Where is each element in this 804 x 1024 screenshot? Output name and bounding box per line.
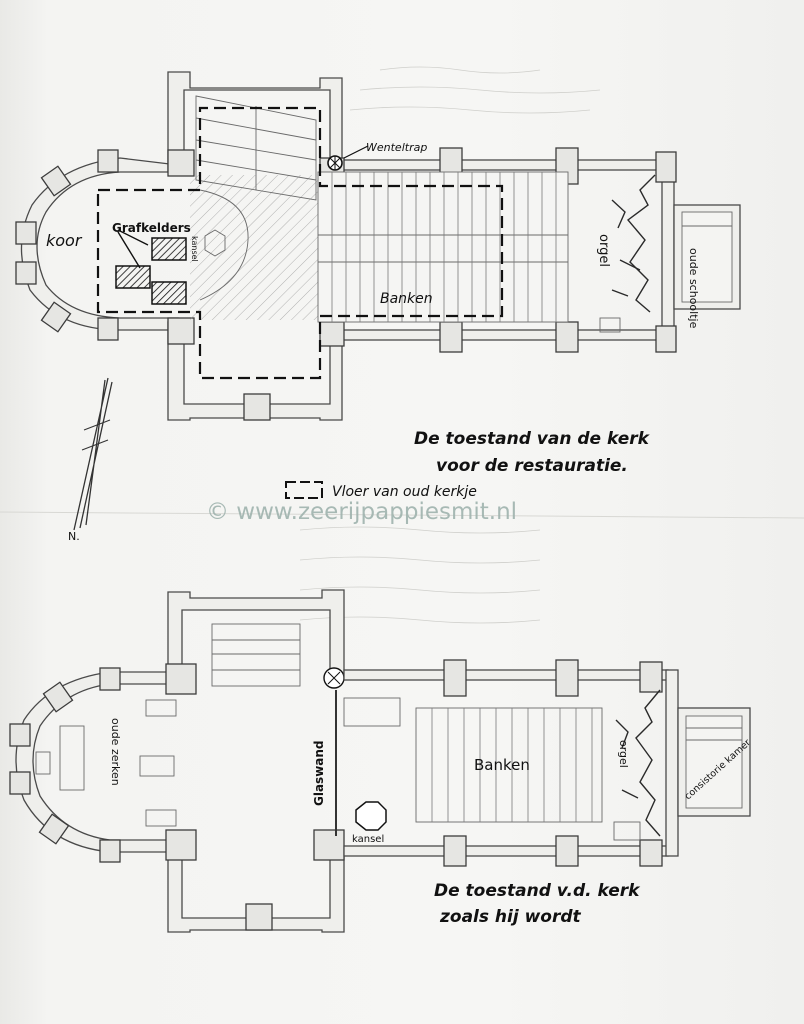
bottom-nave-west-wall (665, 669, 679, 857)
bottom-nave-buttresses (443, 659, 663, 867)
top-nave-west-wall (661, 159, 675, 341)
top-apse-buttresses (15, 149, 119, 341)
top-floor-plan (15, 71, 741, 421)
bottom-crossing-pier-nw (165, 663, 197, 695)
label-grafkelders: Grafkelders (112, 221, 191, 235)
bottom-south-buttress (245, 903, 273, 931)
top-small-box (599, 317, 621, 333)
bottom-kansel-symbol (355, 801, 387, 831)
north-arrow: N. (68, 377, 113, 543)
top-nave-benches (317, 171, 569, 323)
north-label: N. (68, 530, 80, 543)
legend-dashed-box (285, 481, 323, 499)
bottom-transept-south-wall (167, 845, 345, 933)
top-crossing-pier-nw (167, 149, 195, 177)
bleed-through-scribbles (299, 66, 601, 624)
label-kansel-bottom: kansel (352, 834, 384, 845)
bottom-nave-south-wall (343, 845, 669, 857)
legend-text: Vloer van oud kerkje (332, 484, 477, 500)
label-oude-schooltje: oude schooltje (687, 248, 700, 329)
bottom-apse-buttresses (9, 667, 121, 863)
bottom-floor-plan (9, 589, 751, 933)
top-school-annex (673, 204, 741, 310)
top-transept-benches (195, 95, 317, 201)
bottom-transept-benches (211, 623, 301, 687)
top-pulpit-curve (199, 189, 249, 301)
bottom-small-furnishings (35, 697, 641, 841)
top-kansel-symbol (204, 229, 226, 257)
top-old-church-outline (96, 106, 504, 380)
caption-bottom-line1: De toestand v.d. kerk (434, 881, 641, 901)
label-banken-bottom: Banken (474, 756, 530, 774)
bottom-organ-cracks (615, 689, 661, 837)
label-kansel-top: kansel (190, 236, 199, 262)
top-choir-apse-wall (20, 157, 179, 331)
top-crossing-hatch (190, 175, 330, 320)
bottom-consistory-room (677, 707, 751, 817)
paper-fold (0, 511, 804, 519)
top-spiral-stair (327, 145, 369, 171)
bottom-apse-wall (15, 671, 181, 853)
label-orgel-bottom: orgel (617, 740, 630, 768)
label-banken-top: Banken (380, 291, 433, 307)
top-crossing-pier-sw (167, 317, 195, 345)
label-glaswand: Glaswand (312, 740, 326, 806)
caption-bottom-line2: zoals hij wordt (439, 907, 582, 927)
caption-top-line1: De toestand van de kerk (414, 429, 651, 449)
top-graves (115, 229, 187, 305)
bottom-crossing-pier-se (313, 829, 345, 861)
bottom-nave-benches (415, 707, 603, 823)
top-organ-cracks (611, 174, 656, 313)
bottom-stair-x (327, 671, 341, 685)
caption-top-line2: voor de restauratie. (436, 456, 628, 476)
watermark: © www.zeerijpappiesmit.nl (206, 499, 517, 525)
top-transept-south-wall (167, 321, 343, 421)
top-transept-buttress (243, 393, 271, 421)
bottom-nave-north-wall (343, 669, 669, 681)
label-wenteltrap: Wenteltrap (366, 141, 427, 154)
label-orgel-top: orgel (596, 234, 611, 267)
bottom-crossing-pier-sw (165, 829, 197, 861)
top-nave-south-wall (341, 329, 673, 341)
label-koor: koor (46, 231, 83, 250)
top-nave-north-wall (341, 159, 673, 171)
label-oude-zerken: oude zerken (109, 718, 122, 786)
